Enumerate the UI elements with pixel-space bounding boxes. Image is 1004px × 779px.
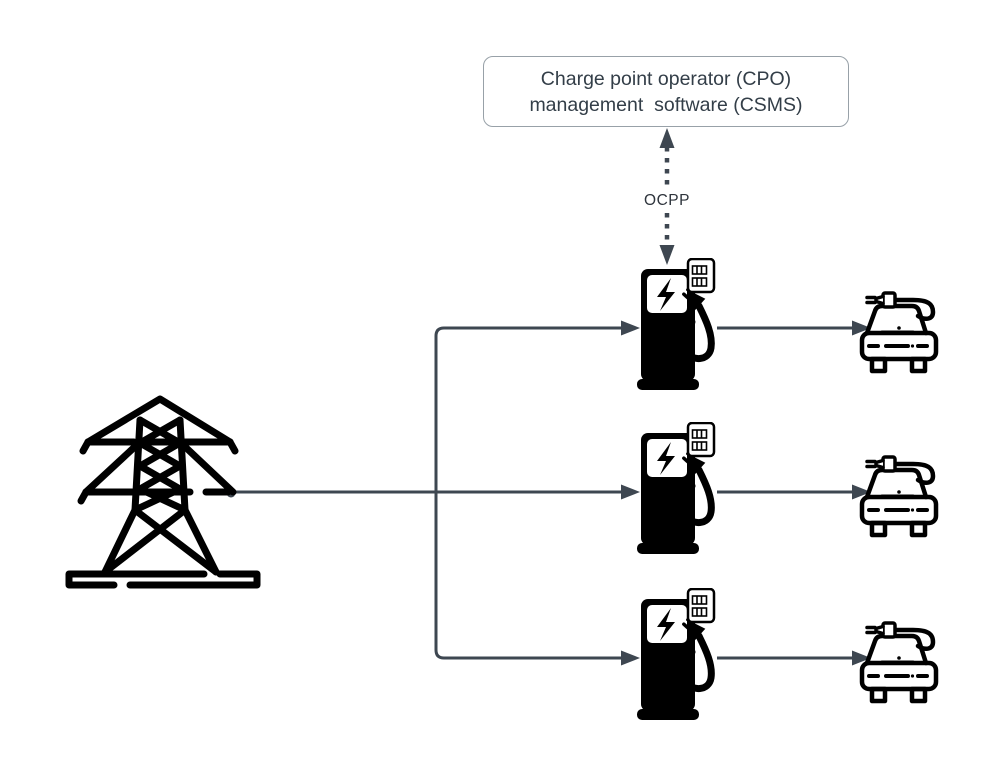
electric-car-with-plug-icon xyxy=(856,452,942,538)
ocpp-protocol-label: OCPP xyxy=(639,191,695,211)
arrowhead-into-station2 xyxy=(621,484,640,500)
csms-box: Charge point operator (CPO) management s… xyxy=(483,56,849,127)
power-grid-node xyxy=(64,393,262,593)
ev-node-3 xyxy=(856,618,942,704)
branch-line-top xyxy=(434,326,621,492)
ocpp-arrowhead-down xyxy=(659,245,675,265)
ev-charging-station-icon xyxy=(636,588,722,722)
charging-station-2 xyxy=(636,422,722,556)
electric-car-with-plug-icon xyxy=(856,618,942,704)
ev-node-2 xyxy=(856,452,942,538)
ev-node-1 xyxy=(856,288,942,374)
arrowhead-into-station3 xyxy=(621,650,640,666)
transmission-tower-icon xyxy=(65,395,261,589)
csms-box-label: Charge point operator (CPO) management s… xyxy=(529,67,803,116)
arrowhead-into-station1 xyxy=(621,320,640,336)
arrowhead-into-ev1 xyxy=(852,320,871,336)
arrowhead-into-ev2 xyxy=(852,484,871,500)
ev-charging-station-icon xyxy=(636,422,722,556)
branch-line-bottom xyxy=(434,492,621,660)
ocpp-arrowhead-up xyxy=(659,128,675,148)
charging-station-1 xyxy=(636,258,722,392)
ev-charging-station-icon xyxy=(636,258,722,392)
electric-car-with-plug-icon xyxy=(856,288,942,374)
charging-station-3 xyxy=(636,588,722,722)
arrowhead-into-ev3 xyxy=(852,650,871,666)
